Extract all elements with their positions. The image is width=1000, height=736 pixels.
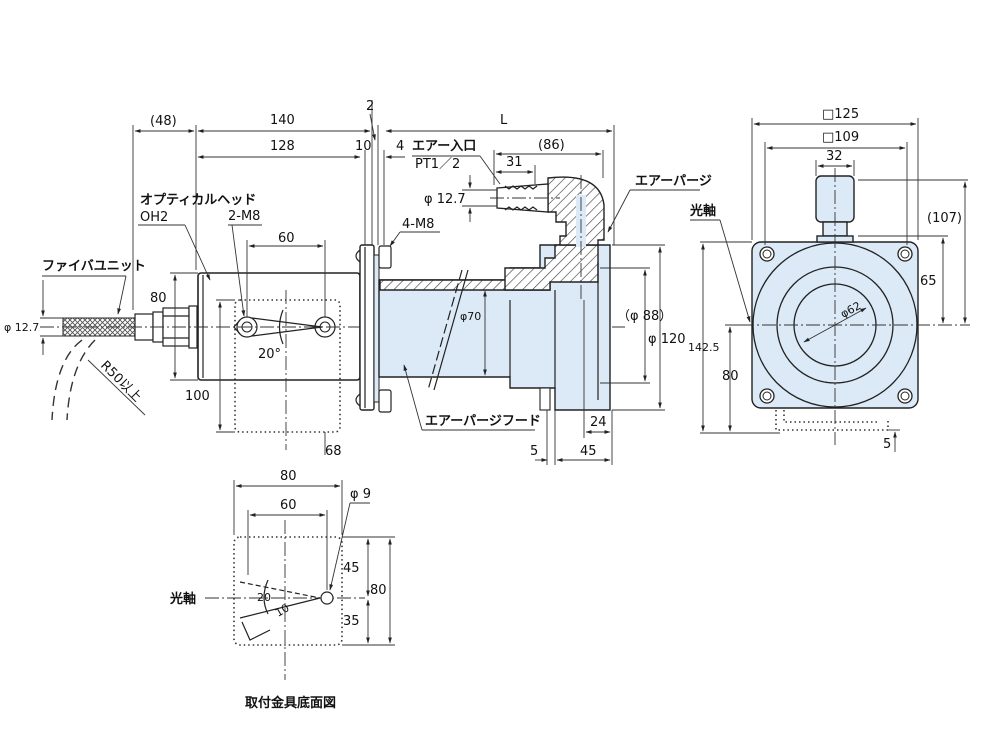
dim-phi12.7-inlet: φ 12.7 <box>424 192 466 207</box>
bottom-dim-80h: 80 <box>370 583 387 598</box>
dim-10: 10 <box>355 139 372 154</box>
label-optical-axis-front: 光軸 <box>689 203 716 219</box>
bottom-angle-20: 20 <box>257 591 271 604</box>
dim-45: 45 <box>580 444 597 459</box>
bottom-dim-phi9: φ 9 <box>350 487 371 502</box>
label-fiber-unit: ファイバユニット <box>42 259 146 274</box>
label-air-inlet: エアー入口 <box>412 139 476 154</box>
dim-4: 4 <box>396 139 404 154</box>
dim-80: 80 <box>150 291 167 306</box>
bottom-dim-60: 60 <box>280 498 297 513</box>
dim-sq109: □109 <box>822 130 859 145</box>
mount-flange <box>359 244 375 411</box>
bolt-top <box>378 245 392 269</box>
bend-radius-arc-outer <box>51 339 83 421</box>
bottom-angle-10: 10 <box>273 601 292 619</box>
dim-142.5: 142.5 <box>688 341 720 354</box>
bend-radius-arc-inner <box>66 339 96 421</box>
side-view: (48) 140 128 10 2 L 4 (86) 31 φ 12.7 エアー… <box>4 99 712 465</box>
dim-phi70: φ70 <box>460 310 481 323</box>
label-pt12: PT1／2 <box>415 157 460 172</box>
bottom-view: 20 10 80 60 φ 9 45 35 80 光軸 取付金具底面図 <box>169 469 395 711</box>
dim-r50: R50以上 <box>97 358 144 405</box>
dim-107: (107) <box>927 211 962 226</box>
dim-L: L <box>500 113 508 128</box>
phi9-hole <box>320 591 334 605</box>
bottom-dim-45: 45 <box>343 561 360 576</box>
label-4-M8: 4-M8 <box>402 217 434 232</box>
bottom-dim-80w: 80 <box>280 469 297 484</box>
dim-100: 100 <box>185 389 210 404</box>
bracket-bottom-outline <box>233 536 343 646</box>
bottom-dim-35: 35 <box>343 614 360 629</box>
dim-5-front: 5 <box>883 437 891 452</box>
dim-60: 60 <box>278 231 295 246</box>
dim-31: 31 <box>506 155 523 170</box>
dim-24: 24 <box>590 415 607 430</box>
dim-80-front: 80 <box>722 369 739 384</box>
dim-angle-20: 20° <box>258 347 281 362</box>
label-optical-axis-bottom: 光軸 <box>169 591 196 607</box>
dim-68: 68 <box>325 444 342 459</box>
label-oh2: OH2 <box>140 210 168 225</box>
dim-phi12.7-fiber: φ 12.7 <box>4 321 39 334</box>
dim-140: 140 <box>270 113 295 128</box>
dim-65: 65 <box>920 274 937 289</box>
label-2-M8: 2-M8 <box>228 209 260 224</box>
label-air-purge-hood: エアーパージフード <box>425 414 541 429</box>
bottom-view-caption: 取付金具底面図 <box>245 695 336 711</box>
label-air-purge: エアーパージ <box>635 174 712 189</box>
dim-phi120: φ 120 <box>648 332 686 347</box>
dim-128: 128 <box>270 139 295 154</box>
dim-sq125: □125 <box>822 107 859 122</box>
dim-2: 2 <box>366 99 374 114</box>
label-optical-head: オプティカルヘッド <box>140 193 256 208</box>
dim-32: 32 <box>826 149 843 164</box>
dim-5: 5 <box>530 444 538 459</box>
dim-phi88: （φ 88） <box>617 309 672 324</box>
dim-86: (86) <box>538 138 565 153</box>
dim-48: (48) <box>150 114 177 129</box>
mounting-bracket-outline <box>234 299 341 433</box>
front-view: φ62 □125 □109 32 (107) 65 142.5 80 5 光軸 <box>688 107 970 452</box>
bolt-bottom <box>378 389 392 413</box>
